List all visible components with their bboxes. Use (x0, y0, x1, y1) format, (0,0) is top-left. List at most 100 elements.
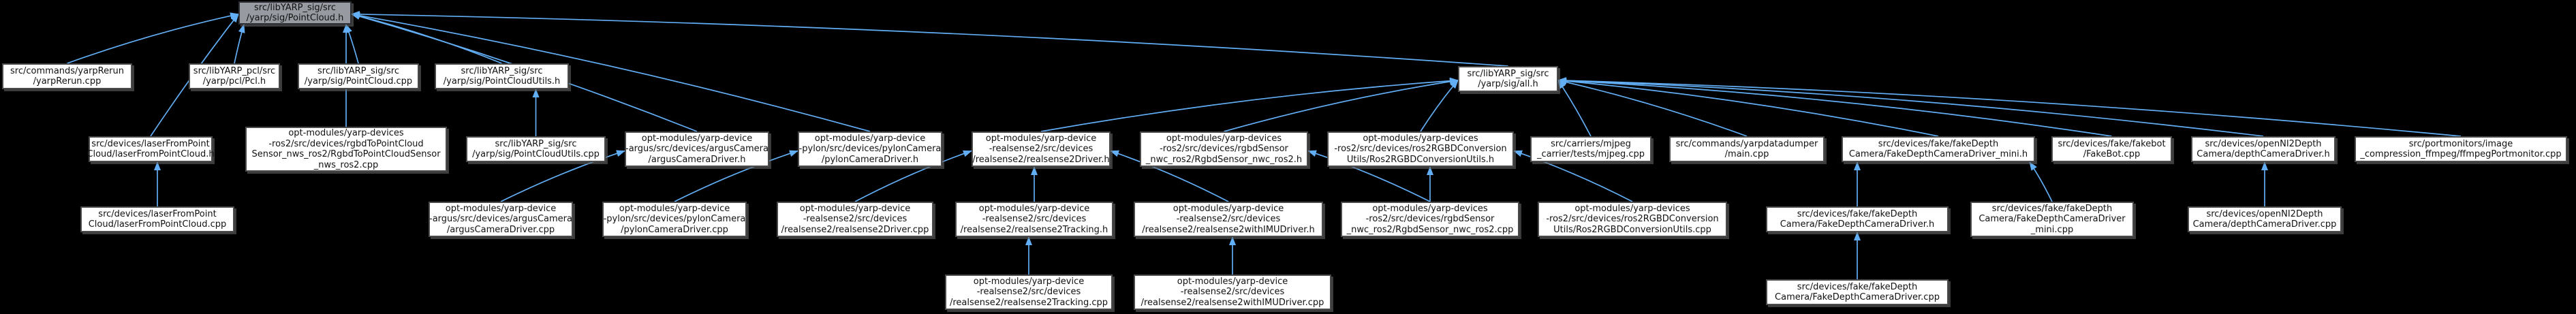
include-edge-rs2cpp-to-rs2h (854, 150, 972, 202)
node-label-line: Camera/depthCameraDriver.h (2197, 149, 2330, 159)
node-label-line: opt-modules/yarp-device (973, 276, 1085, 287)
include-edge-ros2convh-to-allh (1420, 80, 1459, 132)
include-edge-fakedepthminih-to-allh (1557, 78, 1939, 137)
graph-node-arguscpp[interactable]: opt-modules/yarp-device-argus/src/device… (429, 202, 573, 237)
node-label-line: src/commands/yarpdatadumper (1675, 138, 1818, 149)
graph-node-pcutilsh[interactable]: src/libYARP_sig/src/yarp/sig/PointCloudU… (435, 63, 569, 89)
node-label-line: opt-modules/yarp-device (978, 203, 1090, 214)
node-label-line: Utils/Ros2RGBDConversionUtils.cpp (1553, 224, 1711, 235)
node-label-line: opt-modules/yarp-devices (1363, 133, 1478, 144)
graph-node-trackcpp[interactable]: opt-modules/yarp-device-realsense2/src/d… (945, 274, 1113, 310)
node-label-line: -realsense2/src/devices (976, 287, 1081, 298)
graph-node-trackh[interactable]: opt-modules/yarp-device-realsense2/src/d… (955, 202, 1113, 237)
node-label-line: /realsense2/realsense2Driver.h (972, 154, 1110, 165)
include-edge-yarprerun-to-root (67, 12, 239, 64)
node-label-line: src/devices/openNI2Depth (2206, 208, 2323, 219)
include-edge-allh-to-root (351, 10, 1508, 67)
graph-node-pcl[interactable]: src/libYARP_pcl/src/yarp/pcl/Pcl.h (189, 63, 280, 89)
graph-node-mjpeg[interactable]: src/carriers/mjpeg_carrier/tests/mjpeg.c… (1530, 136, 1651, 162)
graph-node-rgbdnwccpp[interactable]: opt-modules/yarp-devices-ros2/src/device… (1341, 202, 1519, 237)
node-label-line: /yarp/sig/PointCloudUtils.h (443, 76, 561, 87)
node-label-line: opt-modules/yarp-devices (1166, 133, 1282, 144)
include-edge-rgbdnwccpp-to-rgbdnwch (1307, 150, 1431, 202)
node-label-line: src/libYARP_sig/src (1467, 68, 1549, 79)
node-label-line: /realsense2/realsense2Tracking.h (960, 224, 1108, 235)
node-label-line: src/devices/fake/fakebot (2058, 138, 2166, 149)
node-label-line: src/carriers/mjpeg (1551, 138, 1631, 149)
graph-node-withimuh[interactable]: opt-modules/yarp-device-realsense2/src/d… (1134, 202, 1323, 237)
node-label-line: _carrier/tests/mjpeg.cpp (1536, 149, 1645, 159)
graph-node-fakebot[interactable]: src/devices/fake/fakebot/FakeBot.cpp (2051, 136, 2172, 162)
include-edge-ros2convcpp-to-ros2convh (1513, 150, 1633, 202)
node-label-line: /pylonCameraDriver.h (821, 154, 919, 165)
node-label-line: src/commands/yarpRerun (10, 65, 124, 76)
graph-node-rs2cpp[interactable]: opt-modules/yarp-device-realsense2/src/d… (777, 202, 933, 237)
node-label-line: /realsense2/realsense2Driver.cpp (781, 224, 929, 235)
node-label-line: Cloud/laserFromPointCloud.cpp (88, 219, 227, 230)
node-label-line: opt-modules/yarp-device (641, 133, 753, 144)
node-label-line: src/libYARP_pcl/src (193, 65, 276, 76)
node-label-line: -argus/src/devices/argusCamera (429, 214, 572, 225)
node-label-line: _nwc_ros2/RgbdSensor_nwc_ros2.cpp (1346, 224, 1514, 235)
node-label-line: opt-modules/yarp-device (445, 203, 557, 214)
node-label-line: opt-modules/yarp-device (1173, 203, 1284, 214)
graph-node-ros2convh[interactable]: opt-modules/yarp-devices-ros2/src/device… (1327, 131, 1514, 167)
node-label-line: /pylonCameraDriver.cpp (621, 224, 728, 235)
node-label-line: src/libYARP_sig/src (317, 65, 400, 76)
graph-node-datadumper[interactable]: src/commands/yarpdatadumper/main.cpp (1669, 136, 1825, 162)
graph-node-ffmpeg[interactable]: src/portmonitors/image_compression_ffmpe… (2355, 136, 2567, 162)
graph-node-pylonh[interactable]: opt-modules/yarp-device-pylon/src/device… (798, 131, 942, 167)
node-label-line: opt-modules/yarp-devices (1372, 203, 1488, 214)
node-label-line: src/portmonitors/image (2408, 138, 2513, 149)
node-label-line: -ros2/src/devices/ros2RGBDConversion (1546, 214, 1719, 225)
graph-node-pyloncpp[interactable]: opt-modules/yarp-device-pylon/src/device… (602, 202, 747, 237)
graph-node-yarprerun[interactable]: src/commands/yarpRerun/yarpRerun.cpp (2, 63, 132, 89)
node-label-line: _nwc_ros2/RgbdSensor_nwc_ros2.h (1145, 154, 1303, 165)
node-label-line: -realsense2/src/devices (982, 214, 1087, 225)
node-label-line: Camera/FakeDepthCameraDriver_mini.h (1848, 149, 2028, 159)
graph-node-argush[interactable]: opt-modules/yarp-device-argus/src/device… (625, 131, 769, 167)
graph-node-allh[interactable]: src/libYARP_sig/src/yarp/sig/all.h (1458, 66, 1558, 92)
node-label-line: -realsense2/src/devices (989, 144, 1093, 155)
include-edge-pylonh-to-root (351, 12, 871, 132)
include-edge-rgbdnwch-to-allh (1224, 78, 1459, 132)
node-label-line: _mini.cpp (2030, 224, 2074, 235)
node-label-line: -ros2/src/devices/rgbdSensor (1160, 144, 1288, 155)
graph-node-rgbdnwch[interactable]: opt-modules/yarp-devices-ros2/src/device… (1140, 131, 1308, 167)
node-label-line: src/libYARP_sig/src (253, 2, 337, 13)
node-label-line: Cloud/laserFromPointCloud.h (87, 149, 215, 159)
node-label-line: -ros2/src/devices/rgbdSensor (1365, 214, 1495, 225)
graph-node-root[interactable]: src/libYARP_sig/src/yarp/sig/PointCloud.… (238, 1, 352, 25)
node-label-line: opt-modules/yarp-devices (1574, 203, 1690, 214)
include-edge-mjpeg-to-allh (1557, 80, 1592, 137)
node-label-line: /FakeBot.cpp (2083, 149, 2141, 159)
graph-node-pccpp[interactable]: src/libYARP_sig/src/yarp/sig/PointCloud.… (298, 63, 419, 89)
node-label-line: Sensor_nws_ros2/RgbdToPointCloudSensor (251, 149, 441, 159)
node-label-line: /realsense2/realsense2withIMUDriver.cpp (1140, 297, 1324, 308)
node-label-line: src/devices/fake/fakeDepth (1797, 208, 1918, 219)
include-edge-withimuh-to-rs2h (1110, 150, 1229, 202)
include-edge-pyloncpp-to-pylonh (674, 150, 798, 202)
graph-node-rgbd2pc[interactable]: opt-modules/yarp-devices-ros2/src/device… (245, 127, 447, 172)
graph-node-withimucpp[interactable]: opt-modules/yarp-device-realsense2/src/d… (1134, 274, 1331, 310)
graph-node-ros2convcpp[interactable]: opt-modules/yarp-devices-ros2/src/device… (1538, 202, 1727, 237)
graph-node-pcutilscpp[interactable]: src/libYARP_sig/src/yarp/sig/PointCloudU… (466, 136, 606, 162)
node-label-line: Camera/FakeDepthCameraDriver.cpp (1775, 292, 1940, 302)
node-label-line: opt-modules/yarp-device (799, 203, 911, 214)
node-label-line: -ros2/src/devices/rgbdToPointCloud (268, 138, 424, 149)
include-edge-fakedepthminicpp-to-fakedepthminih (2029, 161, 2053, 202)
node-label-line: _nws_ros2.cpp (313, 159, 379, 170)
node-label-line: src/libYARP_sig/src (461, 65, 543, 76)
node-label-line: /yarpRerun.cpp (33, 76, 102, 87)
graph-node-rs2h[interactable]: opt-modules/yarp-device-realsense2/src/d… (972, 131, 1111, 167)
node-label-line: /yarp/sig/all.h (1478, 79, 1538, 89)
